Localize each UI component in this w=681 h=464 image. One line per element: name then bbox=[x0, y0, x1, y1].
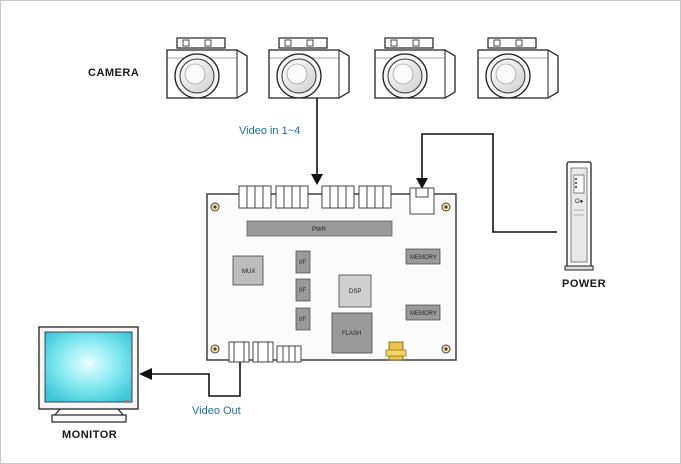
memory-chip-label-2: MEMORY bbox=[410, 311, 437, 317]
if-chip-label-2: I/F bbox=[299, 288, 306, 294]
camera-icon bbox=[166, 37, 248, 99]
camera-icon bbox=[374, 37, 456, 99]
power-label: POWER bbox=[562, 278, 606, 290]
power-switch-label: O● bbox=[575, 199, 584, 205]
video-out-connector bbox=[150, 362, 241, 397]
flash-chip-label: FLASH bbox=[342, 331, 361, 337]
video-out-label: Video Out bbox=[192, 405, 241, 417]
monitor-icon bbox=[38, 326, 139, 423]
monitor-label: MONITOR bbox=[62, 429, 117, 441]
mux-chip-label: MUX bbox=[242, 269, 255, 275]
circuit-board-icon: PWR MUX I/F I/F I/F DSP FLASH MEMORY MEM… bbox=[206, 185, 457, 363]
dsp-chip-label: DSP bbox=[349, 289, 361, 295]
power-supply-icon: O● bbox=[564, 161, 594, 271]
camera-icon bbox=[268, 37, 350, 99]
video-out-arrowhead bbox=[139, 368, 152, 380]
video-in-label: Video in 1~4 bbox=[239, 125, 300, 137]
if-chip-label-1: I/F bbox=[299, 260, 306, 266]
video-in-arrowhead bbox=[311, 174, 323, 185]
power-connector bbox=[421, 133, 557, 233]
pwr-chip-label: PWR bbox=[312, 227, 327, 233]
memory-chip-label-1: MEMORY bbox=[410, 255, 437, 261]
camera-label: CAMERA bbox=[88, 67, 139, 79]
camera-icon bbox=[477, 37, 559, 99]
if-chip-label-3: I/F bbox=[299, 317, 306, 323]
power-arrowhead bbox=[416, 178, 428, 189]
